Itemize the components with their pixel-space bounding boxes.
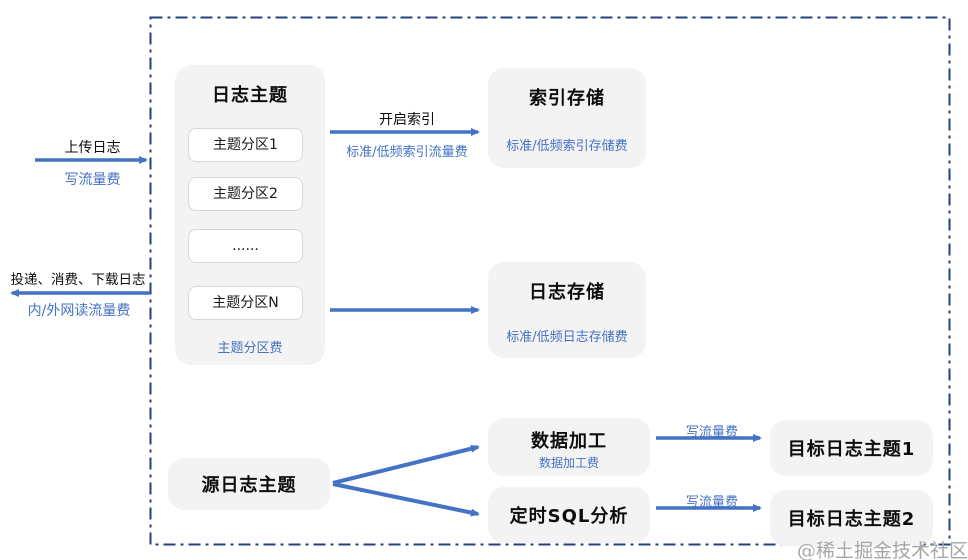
source-log-topic-title: 源日志主题 [201, 475, 297, 496]
target-log-topic-1-box: 目标日志主题1 [770, 420, 933, 476]
to-scheduled-sql-arrow [332, 482, 480, 517]
log-storage-box: 日志存储 标准/低频日志存储费 [488, 262, 646, 358]
topic-partition-fee-label: 主题分区费 [217, 341, 283, 356]
source-log-topic-box: 源日志主题 [168, 458, 330, 510]
log-storage-fee-label: 标准/低频日志存储费 [506, 330, 628, 345]
log-topic-panel: 日志主题 主题分区1 主题分区2 ...... 主题分区N 主题分区费 [175, 65, 325, 365]
upload-arrow-label: 上传日志 [64, 140, 121, 156]
data-processing-fee-label: 数据加工费 [538, 456, 599, 470]
enable-index-arrow-fee-label: 标准/低频索引流量费 [346, 145, 468, 160]
target-log-topic-2-title: 目标日志主题2 [787, 509, 916, 530]
to-target-2-fee-label: 写流量费 [685, 495, 738, 510]
juejin-watermark: @稀土掘金技术社区 [796, 540, 968, 560]
data-processing-title: 数据加工 [531, 431, 607, 452]
topic-partition-1: 主题分区1 [188, 128, 303, 162]
to-data-processing-arrow [332, 444, 480, 485]
target-log-topic-1-title: 目标日志主题1 [787, 439, 916, 460]
topic-partition-ellipsis: ...... [188, 229, 303, 263]
index-storage-box: 索引存储 标准/低频索引存储费 [488, 68, 646, 168]
target-log-topic-2-box: 目标日志主题2 [770, 490, 933, 546]
topic-partition-n: 主题分区N [188, 286, 303, 320]
scheduled-sql-box: 定时SQL分析 [488, 487, 650, 543]
billing-boundary-dashed-box [149, 16, 951, 546]
scheduled-sql-title: 定时SQL分析 [509, 506, 629, 527]
index-storage-title: 索引存储 [529, 88, 605, 109]
enable-index-arrow-label: 开启索引 [379, 112, 435, 128]
index-storage-fee-label: 标准/低频索引存储费 [506, 139, 628, 154]
consume-arrow-label: 投递、消费、下载日志 [10, 272, 146, 288]
log-storage-title: 日志存储 [529, 282, 605, 303]
topic-partition-2: 主题分区2 [188, 177, 303, 211]
data-processing-box: 数据加工 数据加工费 [488, 418, 650, 476]
consume-arrow-fee-label: 内/外网读流量费 [27, 303, 131, 319]
upload-arrow-fee-label: 写流量费 [64, 172, 121, 188]
log-topic-title: 日志主题 [212, 85, 288, 106]
to-target-1-fee-label: 写流量费 [685, 425, 738, 440]
